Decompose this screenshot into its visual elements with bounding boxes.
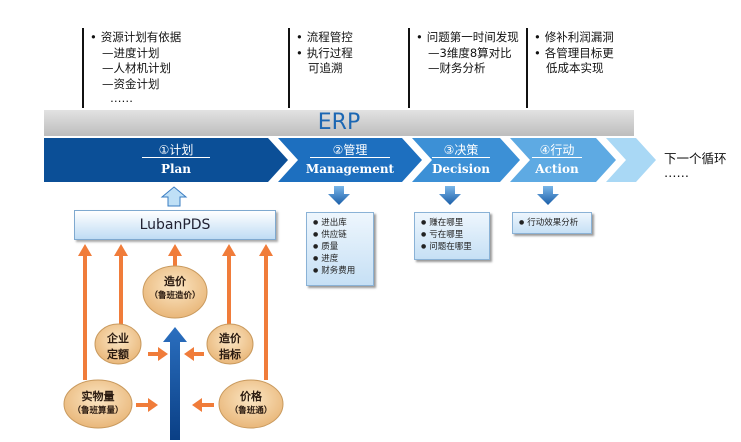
coin-cost-price-l1: 造价 bbox=[164, 275, 186, 288]
coin-physical-quantity-shape bbox=[63, 379, 133, 429]
note-line: 问题第一时间发现 bbox=[416, 30, 519, 46]
top-note-management: 流程管控 执行过程 可追溯 bbox=[296, 30, 353, 77]
list-item: 质量 bbox=[313, 241, 367, 253]
erp-label: ERP bbox=[317, 110, 361, 135]
top-note-action: 修补利润漏洞 各管理目标更 低成本实现 bbox=[534, 30, 614, 77]
core-up-arrow bbox=[163, 327, 187, 440]
stage-decision-chevron bbox=[412, 138, 520, 182]
coin-cost-index-l1: 造价 bbox=[219, 332, 241, 345]
pds-up-arrow bbox=[160, 186, 188, 207]
list-item: 赚在哪里 bbox=[421, 217, 483, 229]
erp-bar: ERP bbox=[44, 110, 634, 136]
stage-plan-title: ①计划 bbox=[158, 143, 194, 157]
note-line: 执行过程 bbox=[296, 46, 353, 62]
list-item: 进出库 bbox=[313, 217, 367, 229]
note-line: —人材机计划 bbox=[102, 61, 171, 75]
decision-info-box: 赚在哪里 亏在哪里 问题在哪里 bbox=[414, 212, 490, 260]
coin-price-l1: 价格 bbox=[240, 390, 262, 403]
management-down-arrow bbox=[328, 186, 350, 205]
coin-cost-index: 造价 指标 bbox=[207, 330, 253, 362]
list-item: 亏在哪里 bbox=[421, 229, 483, 241]
stage-decision-title: ③决策 bbox=[443, 143, 479, 157]
divider-line-4 bbox=[526, 28, 528, 108]
note-line: 流程管控 bbox=[296, 30, 353, 46]
coin-physical-quantity-l2: （鲁班算量） bbox=[72, 406, 124, 416]
divider-line-1 bbox=[82, 28, 84, 108]
coin-enterprise-quota-l1: 企业 bbox=[107, 332, 129, 345]
coin-price-shape bbox=[218, 379, 284, 429]
coin-enterprise-quota: 企业 定额 bbox=[95, 330, 141, 362]
stage-action-en: Action bbox=[535, 162, 579, 176]
management-info-box: 进出库 供应链 质量 进度 财务费用 bbox=[306, 212, 374, 286]
stage-decision-underline bbox=[432, 157, 490, 158]
stage-action-chevron bbox=[510, 138, 616, 182]
stage-action-title: ④行动 bbox=[539, 143, 575, 157]
note-line: 修补利润漏洞 bbox=[534, 30, 614, 46]
list-item: 供应链 bbox=[313, 229, 367, 241]
note-line: 低成本实现 bbox=[546, 61, 604, 75]
stage-action-underline bbox=[532, 157, 582, 158]
decision-down-arrow bbox=[439, 186, 461, 205]
coin-enterprise-quota-l2: 定额 bbox=[107, 348, 129, 361]
list-item: 进度 bbox=[313, 253, 367, 265]
list-item: 财务费用 bbox=[313, 265, 367, 277]
luban-pds-box: LubanPDS bbox=[74, 210, 276, 240]
note-line: …… bbox=[110, 91, 133, 105]
stage-plan-underline bbox=[142, 157, 210, 158]
coin-price: 价格 （鲁班通） bbox=[219, 388, 283, 416]
coin-physical-quantity-l1: 实物量 bbox=[81, 390, 115, 403]
divider-line-2 bbox=[288, 28, 290, 108]
coin-enterprise-quota-shape bbox=[94, 323, 142, 365]
note-line: —资金计划 bbox=[102, 76, 160, 91]
coin-price-l2: （鲁班通） bbox=[229, 406, 273, 416]
top-note-decision: 问题第一时间发现 —3维度8算对比 —财务分析 bbox=[416, 30, 519, 77]
top-note-plan: 资源计划有依据 —进度计划 —人材机计划 —资金计划 …… bbox=[90, 30, 182, 105]
orange-arrows bbox=[78, 244, 273, 412]
coin-cost-index-l2: 指标 bbox=[219, 348, 241, 361]
note-line: —3维度8算对比 bbox=[428, 45, 512, 60]
note-line: —进度计划 bbox=[102, 45, 160, 60]
coin-cost-price: 造价 （鲁班造价） bbox=[143, 273, 207, 301]
stage-management-chevron bbox=[278, 138, 422, 182]
next-cycle-line2: …… bbox=[664, 165, 689, 180]
next-cycle-line1: 下一个循环 bbox=[664, 151, 727, 166]
action-info-box: 行动效果分析 bbox=[512, 212, 592, 234]
stage-decision-en: Decision bbox=[432, 162, 490, 176]
list-item: 问题在哪里 bbox=[421, 241, 483, 253]
note-line: 可追溯 bbox=[308, 61, 343, 75]
list-item: 行动效果分析 bbox=[519, 217, 585, 229]
coin-cost-index-shape bbox=[206, 323, 254, 365]
stage-management-en: Management bbox=[305, 162, 395, 176]
note-line: —财务分析 bbox=[428, 61, 486, 75]
stage-plan-chevron bbox=[44, 138, 288, 182]
stage-next-chevron bbox=[606, 138, 656, 182]
note-line: 资源计划有依据 bbox=[90, 30, 182, 46]
coin-cost-price-l2: （鲁班造价） bbox=[149, 291, 201, 301]
next-cycle-label: 下一个循环 …… bbox=[664, 150, 727, 179]
stage-management-underline bbox=[310, 157, 390, 158]
coin-cost-price-shape bbox=[142, 265, 208, 319]
divider-line-3 bbox=[408, 28, 410, 108]
stage-management-title: ②管理 bbox=[332, 143, 368, 157]
note-line: 各管理目标更 bbox=[534, 46, 614, 62]
stage-plan-en: Plan bbox=[160, 162, 192, 176]
action-down-arrow bbox=[537, 186, 559, 205]
coin-physical-quantity: 实物量 （鲁班算量） bbox=[64, 388, 132, 416]
